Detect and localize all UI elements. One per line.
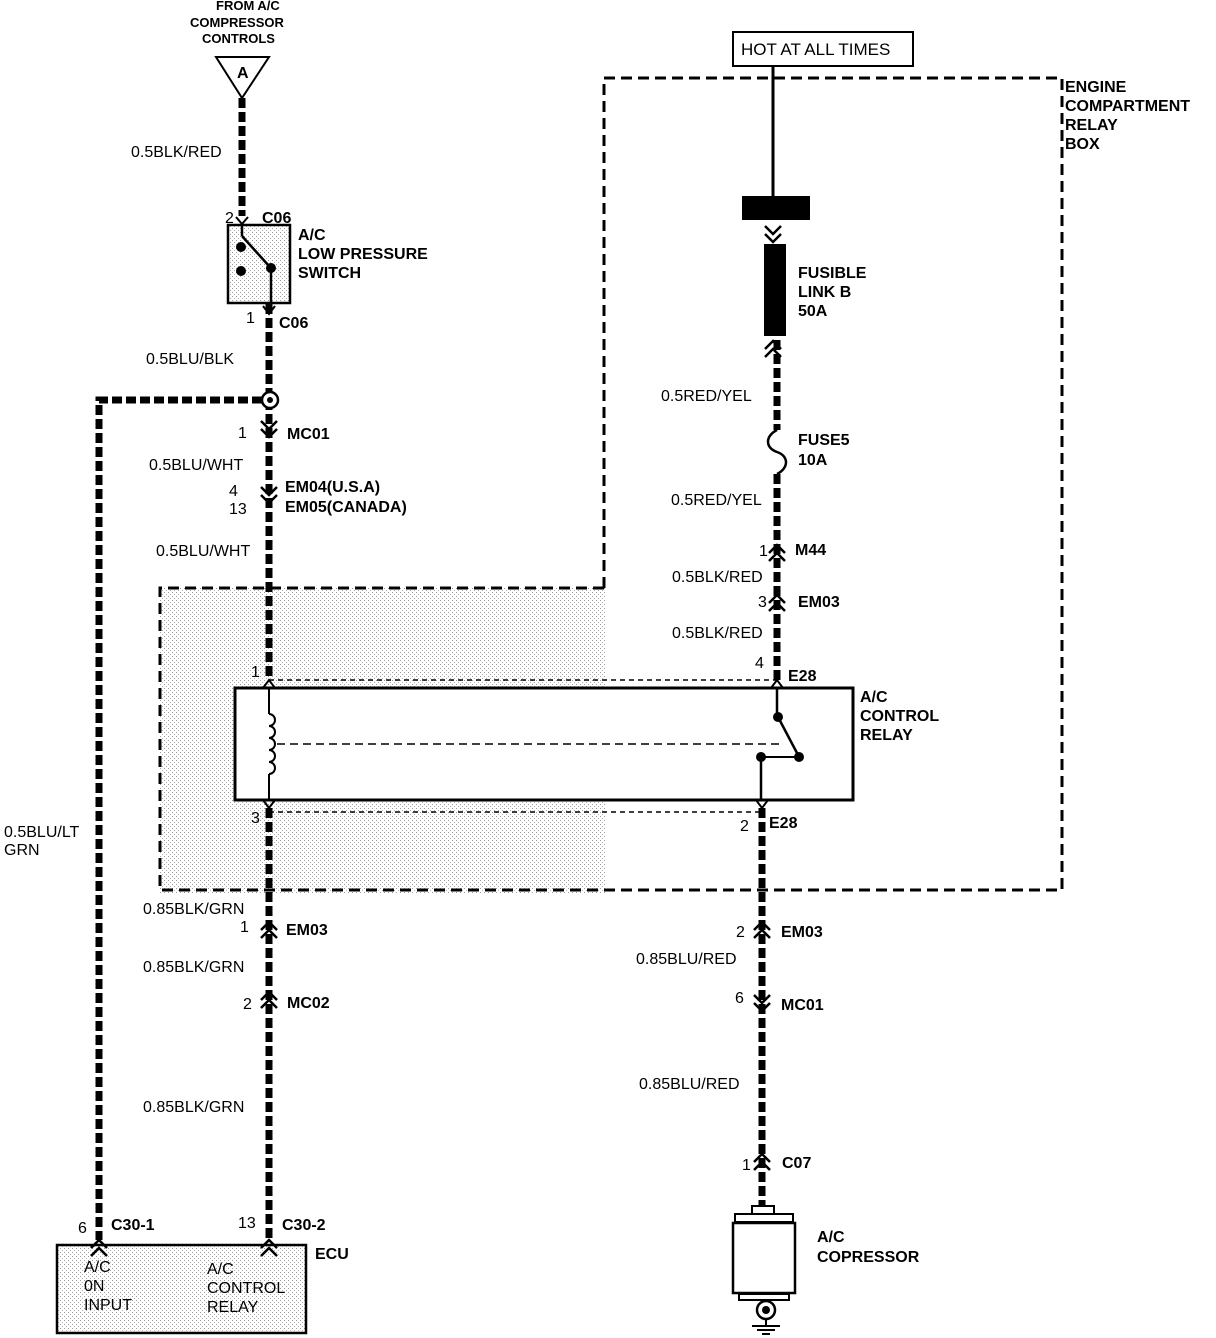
relay-left-pin-top: 1 [251, 664, 260, 681]
c07-label: C07 [782, 1155, 811, 1172]
fuse-line1: FUSE5 [798, 432, 850, 449]
ecu-shading [57, 1245, 306, 1333]
ecu-conn-c30-1: C30-1 [111, 1217, 155, 1234]
ecu-pin-13: 13 [238, 1215, 256, 1232]
source-line1: FROM A/C [216, 0, 280, 13]
relay-right-pin-top: 4 [755, 655, 764, 672]
wire-label-red-yel-2: 0.5RED/YEL [671, 492, 762, 509]
em03-bottom-pin: 2 [736, 924, 745, 941]
switch-pin-bottom: 1 [246, 310, 255, 327]
mc02-pin: 2 [243, 996, 252, 1013]
mc01-left-pin: 1 [238, 425, 247, 442]
switch-conn-bottom: C06 [279, 315, 308, 332]
relay-left-pin-bottom: 3 [251, 810, 260, 827]
relay-line2: CONTROL [860, 708, 939, 725]
wire-label-blu-lt-grn-1: 0.5BLU/LT [4, 824, 80, 841]
wire-label-blu-lt-grn-2: GRN [4, 842, 40, 859]
wire-label-blu-wht-2: 0.5BLU/WHT [156, 543, 250, 560]
fuse5-icon [766, 428, 788, 476]
ecu-input-line1: A/C [84, 1259, 111, 1276]
connector-a-label: A [237, 65, 249, 82]
compressor-line2: COPRESSOR [817, 1249, 920, 1266]
mc02-label: MC02 [287, 995, 330, 1012]
c07-pin: 1 [742, 1157, 751, 1174]
compressor-line1: A/C [817, 1229, 845, 1246]
wire-label-blk-grn-1: 0.85BLK/GRN [143, 901, 244, 918]
wire-label-blu-blk: 0.5BLU/BLK [146, 351, 234, 368]
em04-label: EM04(U.S.A) [285, 479, 380, 496]
ecu-input-line2: 0N [84, 1278, 104, 1295]
fusible-line3: 50A [798, 303, 828, 320]
ac-compressor [731, 1205, 797, 1335]
m44-pin: 1 [759, 543, 768, 560]
wire-label-blk-red-top: 0.5BLK/RED [131, 144, 222, 161]
switch-line1: A/C [298, 227, 326, 244]
source-line3: CONTROLS [202, 31, 275, 46]
em03-top-label: EM03 [798, 594, 840, 611]
ecu-output-line1: A/C [207, 1261, 234, 1278]
ecu-output-line3: RELAY [207, 1299, 259, 1316]
wires [95, 98, 781, 1240]
fusible-line2: LINK B [798, 284, 851, 301]
wire-label-blu-red-1: 0.85BLU/RED [636, 951, 737, 968]
fusible-line1: FUSIBLE [798, 265, 867, 282]
ecu-conn-c30-2: C30-2 [282, 1217, 326, 1234]
relay-line1: A/C [860, 689, 888, 706]
ecu-box [55, 1243, 308, 1335]
wire-label-blu-wht-1: 0.5BLU/WHT [149, 457, 243, 474]
wire-label-blk-grn-3: 0.85BLK/GRN [143, 1099, 244, 1116]
relay-box-line1: ENGINE [1065, 79, 1127, 96]
em05-pin: 13 [229, 501, 247, 518]
em03-left-label: EM03 [286, 922, 328, 939]
em03-top-pin: 3 [758, 594, 767, 611]
mc01-right-pin: 6 [735, 990, 744, 1007]
fusible-link-b [764, 244, 786, 336]
wire-blu-lt-grn [95, 396, 262, 1240]
wire-label-blk-red-2: 0.5BLK/RED [672, 625, 763, 642]
relay-right-conn-bottom: E28 [769, 815, 798, 832]
em03-left-pin: 1 [240, 919, 249, 936]
relay-right-pin-bottom: 2 [740, 818, 749, 835]
em05-label: EM05(CANADA) [285, 499, 407, 516]
relay-right-conn-top: E28 [788, 668, 817, 685]
ecu-label: ECU [315, 1246, 349, 1263]
wire-label-blu-red-2: 0.85BLU/RED [639, 1076, 740, 1093]
wire-label-blk-red-1: 0.5BLK/RED [672, 569, 763, 586]
em03-bottom-label: EM03 [781, 924, 823, 941]
switch-pin-top: 2 [225, 210, 234, 227]
fuse-line2: 10A [798, 452, 828, 469]
em04-pin: 4 [229, 483, 238, 500]
ecu-pin-6: 6 [78, 1220, 87, 1237]
mc01-left-label: MC01 [287, 426, 330, 443]
relay-line3: RELAY [860, 727, 913, 744]
hot-at-all-times-label: HOT AT ALL TIMES [741, 40, 890, 59]
switch-conn-top: C06 [262, 210, 291, 227]
connector-a-triangle-icon [214, 56, 271, 100]
source-line2: COMPRESSOR [190, 15, 285, 30]
ecu-output-line2: CONTROL [207, 1280, 285, 1297]
low-pressure-switch [226, 216, 292, 316]
hot-box [732, 31, 914, 67]
wire-label-red-yel-1: 0.5RED/YEL [661, 388, 752, 405]
switch-line2: LOW PRESSURE [298, 246, 428, 263]
m44-label: M44 [795, 542, 826, 559]
fusible-link-block [742, 196, 810, 220]
mc01-right-label: MC01 [781, 997, 824, 1014]
relay-coil-icon [268, 713, 276, 775]
wire-label-blk-grn-2: 0.85BLK/GRN [143, 959, 244, 976]
relay-box-line2: COMPARTMENT [1065, 98, 1190, 115]
ecu-input-line3: INPUT [84, 1297, 132, 1314]
relay-box-line3: RELAY [1065, 117, 1118, 134]
relay-box-line4: BOX [1065, 136, 1100, 153]
ac-control-relay [233, 678, 855, 813]
switch-line3: SWITCH [298, 265, 361, 282]
relay-box-outline [158, 76, 1064, 892]
